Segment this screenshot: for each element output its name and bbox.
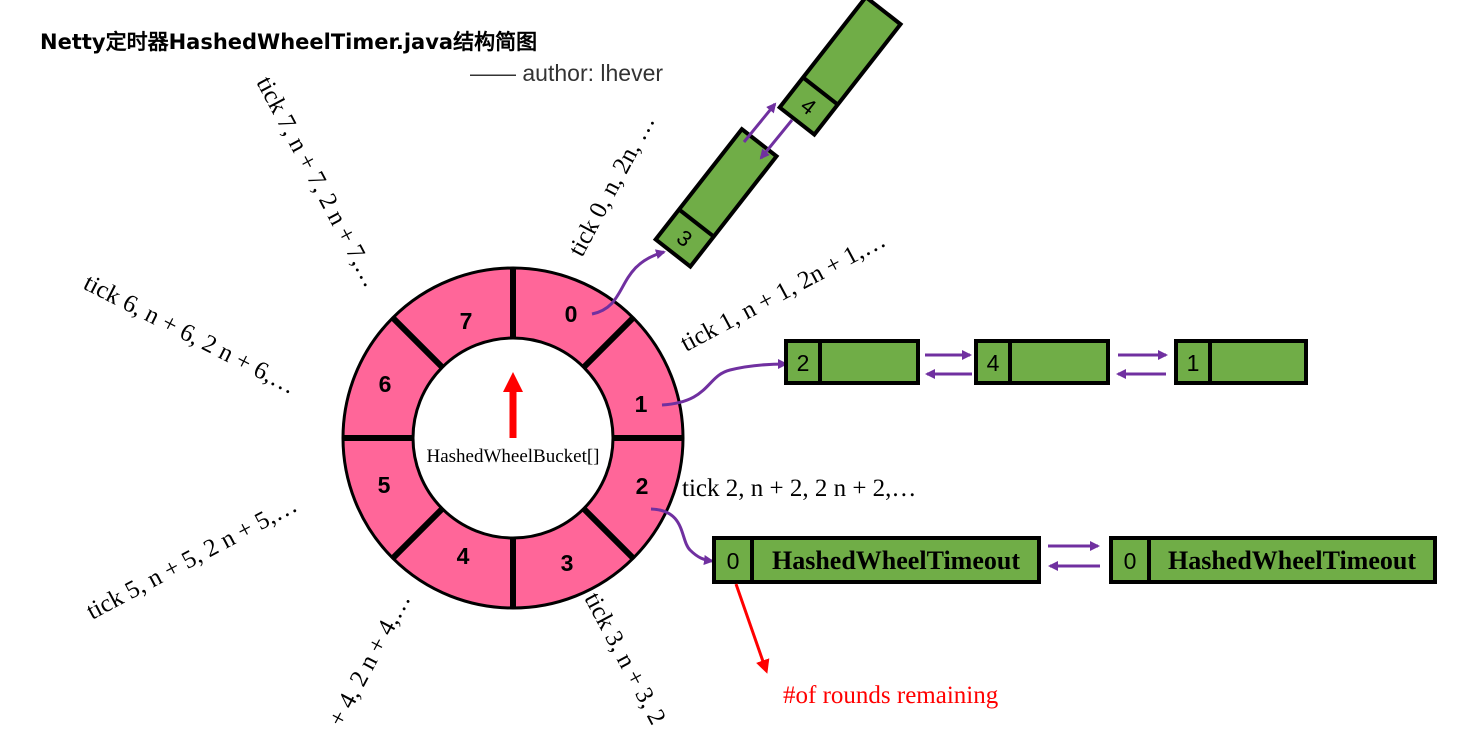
bucket-2-chain: 0 HashedWheelTimeout 0 HashedWheelTimeou… — [650, 507, 1437, 709]
slot-6-label: 6 — [379, 371, 392, 397]
slot-1-label: 1 — [635, 391, 648, 417]
slot-3-label: 3 — [561, 550, 574, 576]
bucket-1-chain: 2 4 1 — [661, 339, 1308, 407]
bucket-array-label: HashedWheelBucket[] — [426, 446, 599, 467]
slot-2-label: 2 — [636, 473, 649, 499]
rounds-annotation-label: #of rounds remaining — [783, 682, 999, 709]
bucket-0-head-link — [591, 249, 666, 316]
bucket-1-node-3-rounds: 1 — [1187, 350, 1200, 376]
bucket-0-link-next — [742, 102, 777, 143]
tick-7-label: tick 7, n + 7, 2 n + 7,… — [251, 72, 385, 292]
bucket-0-link-prev — [759, 119, 794, 160]
bucket-1-node-2-rounds: 4 — [987, 350, 1000, 376]
tick-6-label: tick 6, n + 6, 2 n + 6,… — [79, 269, 300, 399]
bucket-1-node-3: 1 — [1174, 339, 1308, 385]
bucket-0-chain: 3 4 — [591, 0, 904, 316]
rounds-annotation-arrow — [734, 583, 770, 674]
wheel-dividers — [343, 268, 683, 608]
timeout-node-1: 0 HashedWheelTimeout — [712, 536, 1041, 584]
timeout-node-1-label: HashedWheelTimeout — [772, 546, 1020, 575]
tick-0-label: tick 0, n, 2n, … — [563, 110, 660, 261]
diagram-title: Netty定时器HashedWheelTimer.java结构简图 — [40, 30, 538, 54]
tick-2-label: tick 2, n + 2, 2 n + 2,… — [682, 475, 916, 502]
timeout-node-2-rounds: 0 — [1124, 548, 1137, 574]
timeout-node-1-rounds: 0 — [727, 548, 740, 574]
bucket-1-node-2: 4 — [974, 339, 1110, 385]
bucket-1-head-link — [661, 359, 788, 407]
slot-5-label: 5 — [378, 472, 391, 498]
tick-4-label: + 4, 2 n + 4,… — [323, 588, 416, 730]
slot-4-label: 4 — [457, 543, 470, 569]
tick-5-label: tick 5, n + 5, 2 n + 5,… — [82, 491, 302, 625]
bucket-1-node-1: 2 — [784, 339, 920, 385]
bucket-1-node-1-rounds: 2 — [797, 350, 810, 376]
slot-0-label: 0 — [565, 301, 578, 327]
timing-wheel: 0 1 2 3 4 5 6 7 HashedWheelBucket[] — [341, 266, 685, 610]
pointer-arrowhead — [503, 372, 523, 392]
bucket-2-head-link — [650, 507, 714, 565]
bucket-0-node-1: 3 — [652, 126, 780, 270]
timeout-node-2-label: HashedWheelTimeout — [1168, 546, 1416, 575]
timeout-node-2: 0 HashedWheelTimeout — [1109, 536, 1437, 584]
author-credit: —— author: lhever — [470, 60, 664, 86]
bucket-0-node-2: 4 — [776, 0, 904, 138]
tick-3-label: tick 3, n + 3, 2 — [579, 588, 671, 729]
slot-7-label: 7 — [460, 308, 473, 334]
